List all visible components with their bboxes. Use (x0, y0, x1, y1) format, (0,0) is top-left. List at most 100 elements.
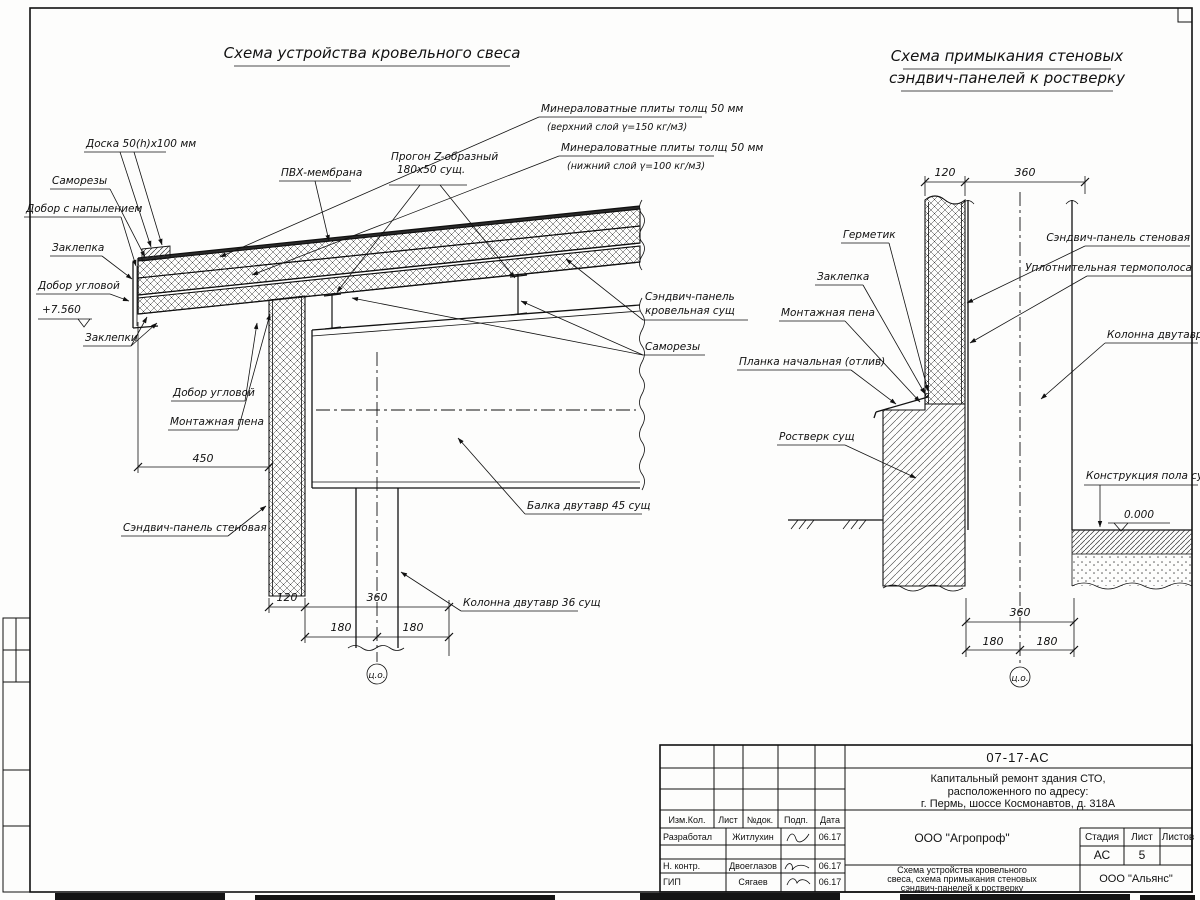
label-zaklepka-left: Заклепка (50, 242, 133, 280)
left-margin-stamp (2, 617, 31, 893)
label-progon-line1: Прогон Z-образный (391, 151, 498, 163)
elevation-text: +7.560 (42, 304, 81, 316)
dim-180-text: 180 (1037, 635, 1058, 648)
z-purlin (509, 274, 528, 316)
grillage (873, 393, 966, 592)
row-role: ГИП (663, 877, 681, 887)
sheet-number: 5 (1139, 848, 1146, 862)
label-doska: Доска 50(h)х100 мм (84, 138, 196, 248)
project-name-line2: расположенного по адресу: (948, 786, 1089, 798)
subject-line1: Схема устройства кровельного (897, 865, 1027, 875)
label-samorezy-text: Саморезы (645, 341, 700, 353)
floor-construction (1071, 529, 1193, 590)
label-samorezy-text: Саморезы (52, 175, 107, 187)
label-rostverk: Ростверк сущ (777, 431, 917, 479)
label-pol: Конструкция пола сущ (1084, 470, 1200, 528)
dim-120-text: 120 (935, 166, 956, 179)
dim-360-text: 360 (1010, 606, 1031, 619)
dim-450-text: 450 (193, 452, 214, 465)
label-sandwich-wall-right: Сэндвич-панель стеновая (966, 232, 1190, 304)
sheets-header: Листов (1162, 832, 1195, 843)
stage-header: Стадия (1085, 832, 1119, 843)
corner-doc-box (1177, 7, 1193, 23)
label-minvata-verh-line1: Минераловатные плиты толщ 50 мм (541, 103, 743, 115)
label-termopolosa: Уплотнительная термополоса (969, 262, 1192, 344)
wall-panel-left (268, 295, 306, 597)
header-list: Лист (718, 815, 738, 825)
signature (784, 863, 810, 871)
left-scheme-title: Схема устройства кровельного свеса (224, 44, 521, 67)
rivet (925, 393, 929, 397)
header-izm: Изм.Кол. (668, 815, 705, 825)
left-bottom-dims: 120 360 180 180 ц.о. (264, 591, 454, 685)
sheet-header: Лист (1131, 832, 1153, 843)
label-termopolosa-text: Уплотнительная термополоса (1025, 262, 1192, 274)
row-role: Н. контр. (663, 861, 700, 871)
label-dobor-napyleniem: Добор с напылением (24, 203, 142, 267)
row-role: Разработал (663, 832, 712, 842)
label-montazhnaya-pena-right: Монтажная пена (779, 307, 921, 403)
label-dobor-uglovoy-text: Добор угловой (37, 280, 120, 292)
floor-break-line (1071, 582, 1193, 590)
dim-120-text: 120 (277, 591, 298, 604)
label-montazhnaya-pena-text: Монтажная пена (170, 416, 264, 428)
label-zaklepka-text: Заклепка (52, 242, 104, 254)
right-top-dims: 120 360 (920, 166, 1090, 196)
dim-180-text: 180 (403, 621, 424, 634)
label-balka-text: Балка двутавр 45 сущ (527, 500, 651, 512)
label-sandwich-wall-left: Сэндвич-панель стеновая (121, 505, 267, 537)
org2-name: ООО "Альянс" (1099, 873, 1173, 885)
roof-break-line (639, 199, 645, 271)
label-pvh-membrana-text: ПВХ-мембрана (281, 167, 362, 179)
axis-marker-right: ц.о. (1009, 666, 1031, 688)
label-kolonna-right: Колонна двутавр 36 сущ (1040, 329, 1200, 400)
label-kolonna-left: Колонна двутавр 36 сущ (400, 571, 601, 612)
level-mark-0000: 0.000 (1108, 509, 1170, 532)
label-sandwich-wall-text: Сэндвич-панель стеновая (1046, 232, 1190, 244)
right-bottom-dims: 360 180 180 ц.о. (961, 598, 1079, 688)
row-name: Житлухин (732, 832, 774, 842)
label-montazhnaya-pena-left: Монтажная пена (168, 313, 271, 431)
title-block: 07-17-АС Капитальный ремонт здания СТО, … (659, 744, 1195, 893)
dim-180-text: 180 (331, 621, 352, 634)
label-germetik: Герметик (841, 229, 929, 392)
column-right (961, 192, 1079, 664)
label-minvata-niz-line2: (нижний слой γ=100 кг/м3) (567, 161, 705, 172)
wall-panel-right (924, 195, 966, 405)
subject-line2: свеса, схема примыкания стеновых (887, 874, 1037, 884)
label-minvata-verh-line2: (верхний слой γ=150 кг/м3) (547, 122, 687, 133)
dim-180-text: 180 (983, 635, 1004, 648)
label-planka-text: Планка начальная (отлив) (739, 356, 885, 368)
level-0000-text: 0.000 (1124, 509, 1154, 521)
label-montazhnaya-pena-text: Монтажная пена (781, 307, 875, 319)
stage-value: АС (1094, 848, 1111, 862)
label-dobor-uglovoy-1: Добор угловой (36, 280, 130, 302)
project-name-line3: г. Пермь, шоссе Космонавтов, д. 318А (921, 798, 1116, 810)
column-left (347, 352, 405, 662)
row-date: 06.17 (819, 832, 842, 842)
label-minvata-niz: Минераловатные плиты толщ 50 мм (нижний … (251, 142, 763, 276)
pvc-membrane-band (138, 206, 640, 261)
ground-line (788, 519, 883, 530)
right-scheme-title-line2: сэндвич-панелей к ростверку (889, 69, 1126, 87)
label-minvata-niz-line1: Минераловатные плиты толщ 50 мм (561, 142, 763, 154)
left-scheme-title-text: Схема устройства кровельного свеса (224, 44, 521, 62)
row-name: Двоеглазов (729, 861, 777, 871)
org-name: ООО "Агропроф" (914, 831, 1009, 845)
axis-marker-left: ц.о. (366, 663, 388, 685)
project-name-line1: Капитальный ремонт здания СТО, (930, 773, 1105, 785)
label-sandwich-roof-line2: кровельная сущ (645, 305, 735, 317)
label-germetik-text: Герметик (843, 229, 896, 241)
label-sandwich-wall-text: Сэндвич-панель стеновая (123, 522, 267, 534)
label-balka: Балка двутавр 45 сущ (457, 437, 651, 515)
doc-code: 07-17-АС (986, 750, 1049, 765)
label-sandwich-roof-line1: Сэндвич-панель (645, 291, 735, 303)
scan-edge-artifacts (55, 893, 1195, 900)
label-sandwich-roof: Сэндвич-панель кровельная сущ (565, 258, 748, 321)
label-kolonna-text: Колонна двутавр 36 сущ (1107, 329, 1200, 341)
right-scheme-title-line1: Схема примыкания стеновых (891, 47, 1124, 65)
label-zaklepka-text: Заклепка (817, 271, 869, 283)
signature (786, 833, 810, 843)
label-minvata-verh: Минераловатные плиты толщ 50 мм (верхний… (219, 103, 743, 258)
